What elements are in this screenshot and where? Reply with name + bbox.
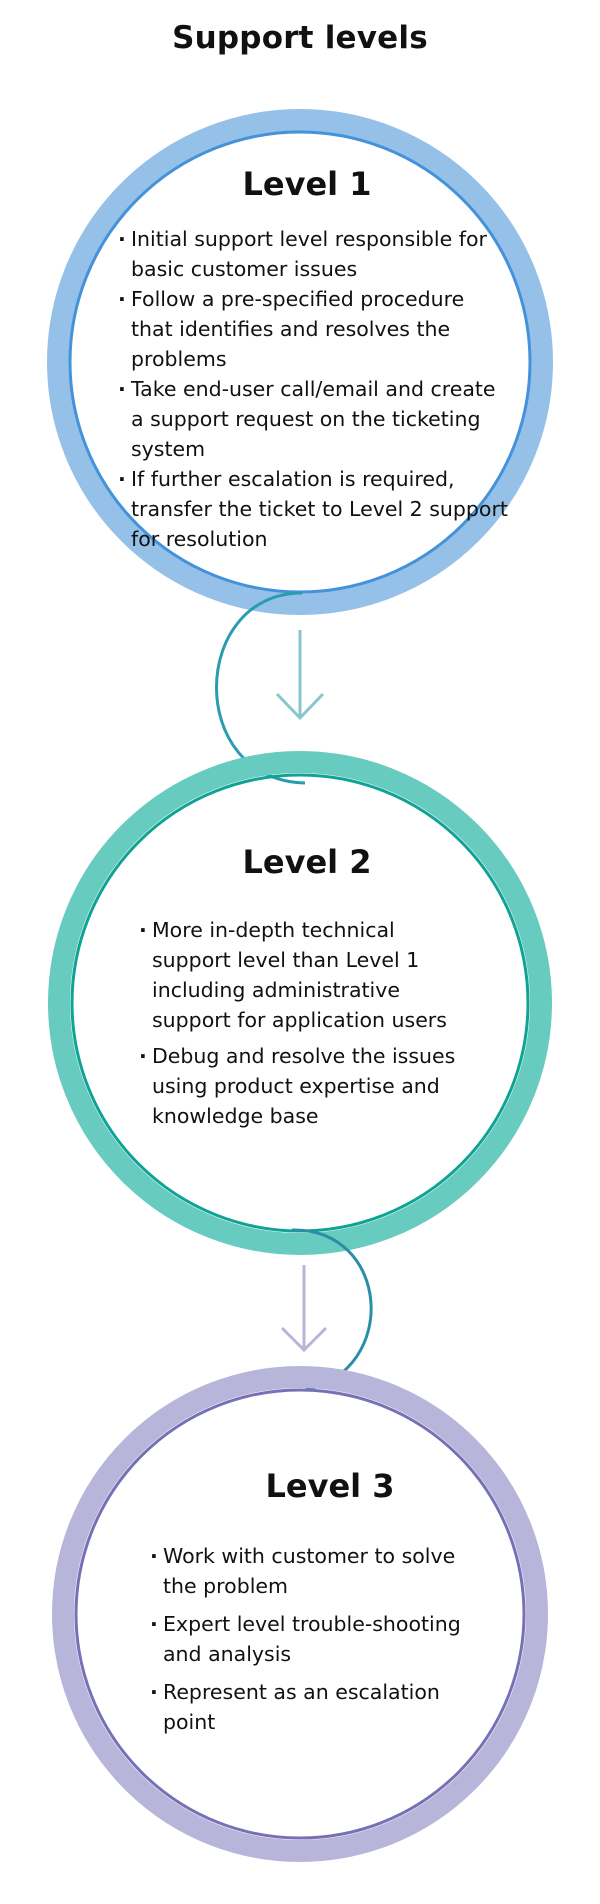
list-item: Represent as an escalation point (150, 1677, 480, 1737)
list-item: Work with customer to solve the problem (150, 1541, 480, 1601)
list-item: Expert level trouble-shooting and analys… (150, 1609, 480, 1669)
level-2-bullet-list: More in-depth technical support level th… (139, 915, 469, 1137)
list-item: Follow a pre-specified procedure that id… (118, 284, 508, 374)
level-1-bullet-list: Initial support level responsible for ba… (118, 224, 508, 554)
level-2-outer-ring (48, 751, 552, 1255)
page-title: Support levels (172, 20, 428, 56)
list-item: If further escalation is required, trans… (118, 464, 508, 554)
level-1-outer-ring (47, 109, 553, 615)
level-1-heading: Level 1 (242, 165, 372, 203)
level-3-heading: Level 3 (265, 1467, 395, 1505)
arrow-down-icon (280, 1265, 328, 1353)
list-item: Take end-user call/email and create a su… (118, 374, 508, 464)
arrow-down-icon (275, 630, 325, 721)
list-item: Initial support level responsible for ba… (118, 224, 508, 284)
level-3-inner-ring (74, 1388, 526, 1840)
level-3-bullet-list: Work with customer to solve the problem … (150, 1541, 480, 1745)
level-3-outer-ring (52, 1366, 548, 1862)
list-item: Debug and resolve the issues using produ… (139, 1041, 469, 1131)
list-item: More in-depth technical support level th… (139, 915, 469, 1035)
level-2-heading: Level 2 (242, 843, 372, 881)
